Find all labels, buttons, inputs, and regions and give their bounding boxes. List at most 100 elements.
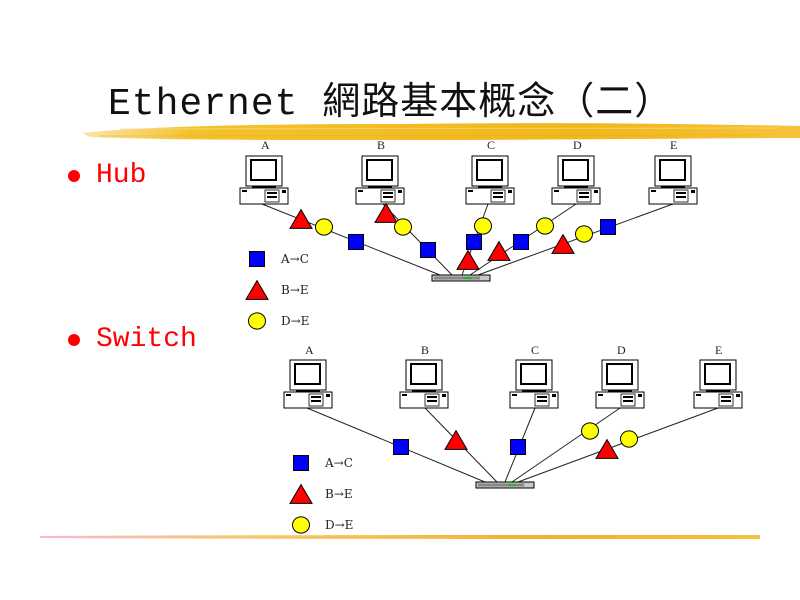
screen (704, 363, 731, 385)
drive-slot (427, 400, 437, 402)
screen (520, 363, 547, 385)
frame-square-icon (420, 242, 436, 258)
drive-slot (537, 400, 547, 402)
computer-case-icon (648, 187, 698, 205)
host-label: E (715, 343, 722, 357)
monitor-base (522, 390, 546, 392)
power-button (691, 190, 695, 193)
drive-slot (383, 192, 393, 194)
cable-line (517, 407, 719, 483)
screen (562, 159, 589, 181)
legend-label: A→C (324, 456, 353, 470)
drive-slot (493, 196, 503, 198)
computer-c (465, 155, 515, 205)
drive-slot (579, 192, 589, 194)
legend-square-icon (249, 251, 265, 267)
hub-led (467, 277, 472, 279)
monitor-base (661, 186, 685, 188)
frame-square-icon (348, 234, 364, 250)
host-label: A (305, 343, 314, 357)
computer-case-icon (509, 391, 559, 409)
power-button (552, 394, 556, 397)
frame-triangle-icon (551, 233, 575, 254)
power-led (512, 394, 517, 396)
hub-led (511, 484, 516, 486)
host-label: A (261, 138, 270, 152)
screen (476, 159, 503, 181)
frame-square-icon (466, 234, 482, 250)
drive-slot (383, 196, 393, 198)
legend-label: B→E (281, 283, 309, 297)
power-button (282, 190, 286, 193)
frame-circle-icon (474, 217, 492, 235)
hub-led (463, 277, 468, 279)
host-label: C (487, 138, 495, 152)
monitor-base (706, 390, 730, 392)
power-led (554, 190, 559, 192)
legend-circle-icon (248, 312, 266, 330)
drive-slot (721, 400, 731, 402)
host-label: D (617, 343, 626, 357)
bullet-switch-label: Switch (96, 324, 197, 355)
computer-d (551, 155, 601, 205)
power-button (442, 394, 446, 397)
hub-device (431, 274, 491, 282)
frame-circle-icon (575, 225, 593, 243)
legend-triangle-icon (289, 483, 313, 504)
power-led (598, 394, 603, 396)
power-button (326, 394, 330, 397)
power-led (468, 190, 473, 192)
cable-line (477, 203, 674, 276)
computer-e (648, 155, 698, 205)
bullet-switch: Switch (68, 324, 197, 355)
power-button (508, 190, 512, 193)
legend-triangle-icon (245, 279, 269, 300)
power-led (286, 394, 291, 396)
computer-b (355, 155, 405, 205)
drive-slot (537, 396, 547, 398)
power-led (402, 394, 407, 396)
hub-led (507, 484, 512, 486)
host-label: B (377, 138, 385, 152)
computer-case-icon (283, 391, 333, 409)
legend-label: A→C (280, 252, 309, 266)
computer-c (509, 359, 559, 409)
frame-triangle-icon (595, 438, 619, 459)
host-label: C (531, 343, 539, 357)
monitor-base (412, 390, 436, 392)
host-label: B (421, 343, 429, 357)
frame-square-icon (600, 219, 616, 235)
screen (659, 159, 686, 181)
screen (606, 363, 633, 385)
power-led (358, 190, 363, 192)
monitor-base (252, 186, 276, 188)
frame-square-icon (510, 439, 526, 455)
frame-circle-icon (620, 430, 638, 448)
computer-case-icon (693, 391, 743, 409)
legend-circle-icon (292, 516, 310, 534)
computer-a (239, 155, 289, 205)
computer-d (595, 359, 645, 409)
computer-e (693, 359, 743, 409)
computer-case-icon (465, 187, 515, 205)
legend-label: D→E (325, 518, 353, 532)
power-led (242, 190, 247, 192)
computer-case-icon (595, 391, 645, 409)
frame-square-icon (393, 439, 409, 455)
legend-square-icon (293, 455, 309, 471)
frame-circle-icon (581, 422, 599, 440)
drive-slot (623, 400, 633, 402)
legend-label: D→E (281, 314, 309, 328)
drive-slot (311, 400, 321, 402)
bullet-dot-icon (68, 169, 80, 182)
bullet-hub: Hub (68, 160, 146, 191)
frame-triangle-icon (487, 240, 511, 261)
cable-line (511, 407, 621, 483)
monitor-base (564, 186, 588, 188)
frame-triangle-icon (444, 429, 468, 450)
frame-triangle-icon (456, 249, 480, 270)
computer-case-icon (239, 187, 289, 205)
computer-case-icon (399, 391, 449, 409)
drive-slot (676, 192, 686, 194)
frame-circle-icon (394, 218, 412, 236)
